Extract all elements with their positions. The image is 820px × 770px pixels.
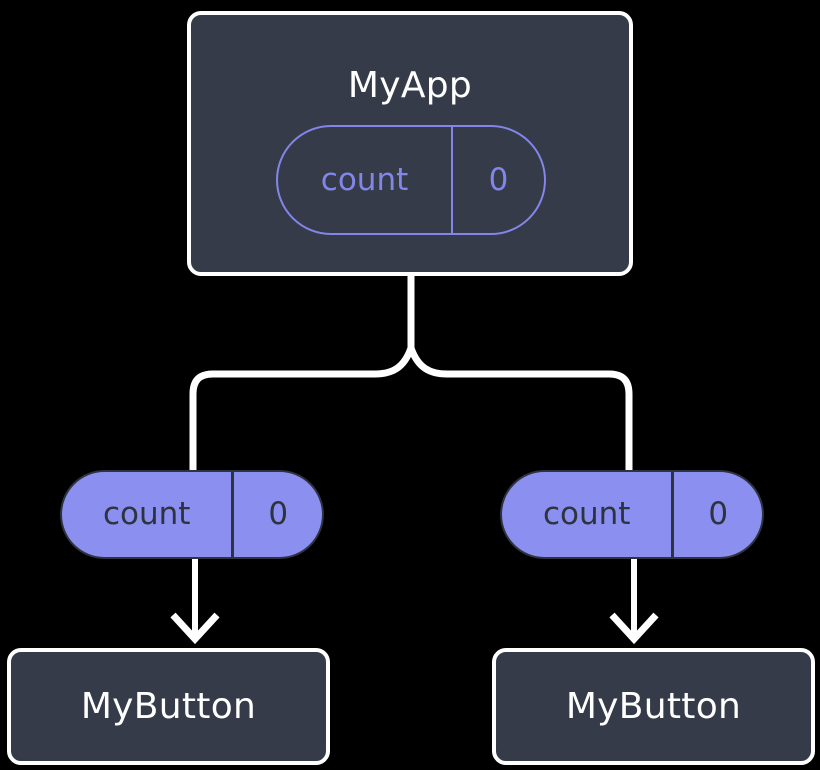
component-label-myapp: MyApp: [347, 65, 473, 106]
arrowhead-right-icon: [609, 612, 659, 645]
prop-pill-name: count: [62, 472, 235, 557]
prop-pill-right-count[interactable]: count 0: [500, 470, 764, 559]
edge-fork-to-right-pill: [407, 344, 633, 478]
component-label-mybutton: MyButton: [565, 685, 742, 727]
prop-pill-value: 0: [708, 496, 729, 532]
edge-fork-to-left-pill: [189, 344, 415, 478]
prop-pill-left-count[interactable]: count 0: [60, 470, 324, 559]
prop-pill-value: 0: [268, 496, 289, 532]
component-node-mybutton-left[interactable]: MyButton: [7, 648, 330, 765]
arrowhead-left-icon: [170, 612, 220, 645]
state-pill-myapp-count[interactable]: count 0: [276, 125, 546, 235]
component-node-mybutton-right[interactable]: MyButton: [492, 648, 815, 765]
state-pill-value: 0: [488, 161, 509, 198]
state-pill-name: count: [278, 127, 454, 233]
component-label-mybutton: MyButton: [80, 685, 257, 727]
prop-pill-name: count: [502, 472, 675, 557]
